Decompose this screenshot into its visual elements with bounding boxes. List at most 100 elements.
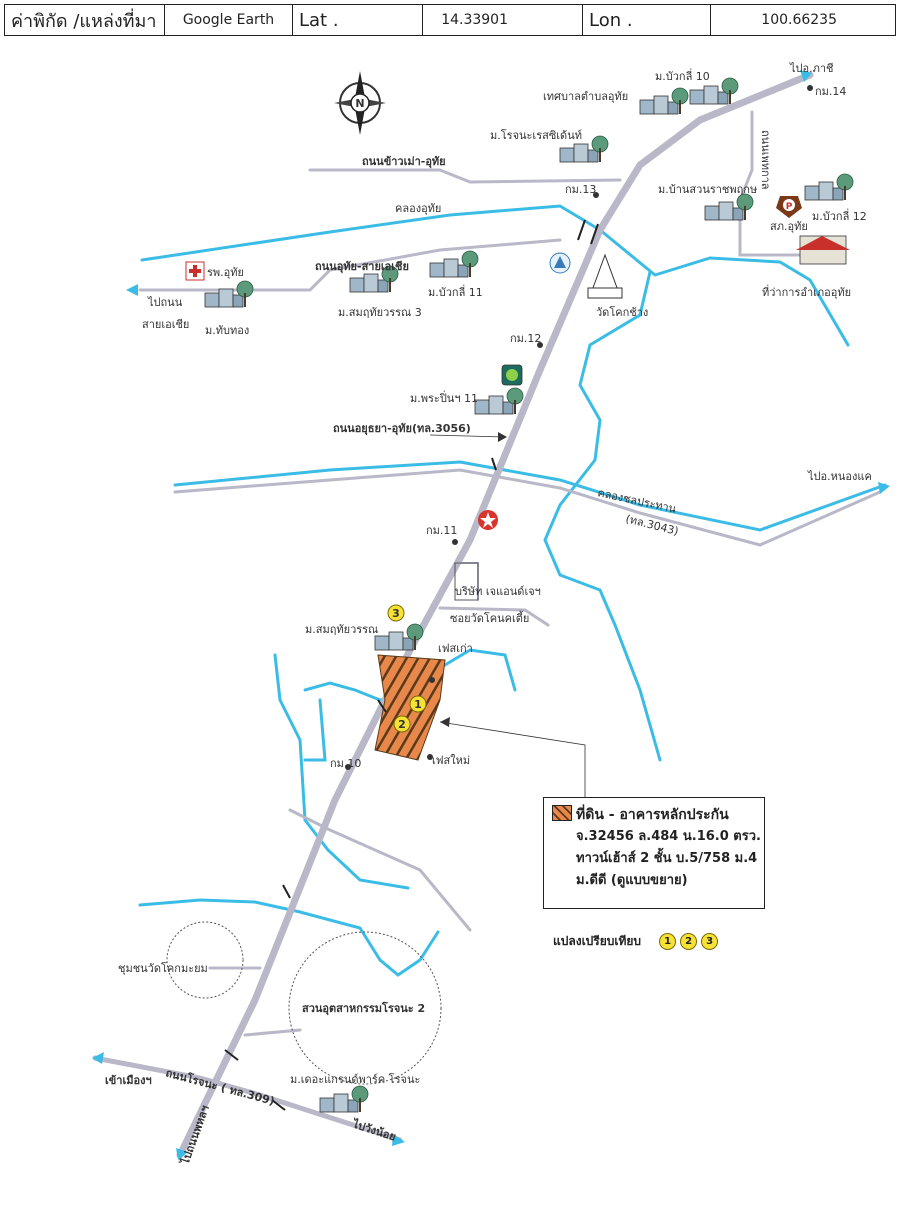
label-mb-phrapimaa11: ม.พระปิ่นฯ 11 (410, 390, 478, 405)
label-km14: กม.14 (815, 85, 846, 98)
source-value: Google Earth (165, 5, 293, 35)
legend-line1: จ.32456 ล.484 น.16.0 ตรว. (576, 829, 761, 844)
label-mb-bualee10: ม.บัวกลี่ 10 (655, 68, 710, 83)
label-soi-wat: ซอยวัดโคนคเตี้ย (450, 610, 529, 625)
legend-title: ที่ดิน - อาคารหลักประกัน (576, 807, 729, 823)
road-pointer-arrowhead (498, 432, 507, 442)
label-company: บริษัท เจแอนด์เจฯ (455, 585, 541, 598)
mb-phrapimaa11-icon (474, 387, 524, 415)
label-mb-somruthaiwan: ม.สมฤทัยวรรณ (305, 623, 378, 636)
marker-1: 1 (409, 695, 427, 713)
canal-west (273, 653, 410, 890)
mb-bualee12-icon (804, 173, 854, 201)
marker-3: 3 (387, 604, 405, 622)
label-road-phetkarn: ถนนเพทกาล (759, 130, 772, 190)
compare-marker-1: 1 (659, 933, 677, 950)
lon-value: 100.66235 (761, 12, 837, 28)
legend-line2: ทาวน์เฮ้าส์ 2 ชั้น บ.5/758 ม.4 (576, 851, 758, 866)
label-to-phahonyothin: ไปถนนพหลฯ (177, 1103, 212, 1168)
label-mb-suanratchaphruek: ม.บ้านสวนราชพฤกษ (658, 183, 757, 196)
canal-sw (138, 898, 440, 977)
road-arrowheads (92, 70, 890, 1160)
company-box (454, 562, 479, 601)
industrial-park-area (288, 931, 442, 1085)
label-mb-bualee12: ม.บัวกลี่ 12 (812, 208, 867, 223)
svg-text:2: 2 (398, 718, 406, 731)
canal-cholprathan (173, 460, 887, 532)
community-area (166, 921, 244, 999)
collateral-plot (374, 654, 446, 761)
road-kaomao (308, 168, 622, 184)
mb-suanratchaphruek-icon (704, 193, 754, 221)
main-road (176, 71, 814, 1159)
marker-2: 2 (393, 715, 411, 733)
label-police: สภ.อุทัย (770, 220, 808, 233)
gas-station-bp-icon (501, 364, 523, 386)
hospital-icon (185, 261, 205, 281)
mb-bualee11-icon (429, 250, 479, 278)
compare-marker-2: 2 (680, 933, 698, 950)
north-label: N (355, 97, 364, 110)
label-municipality: เทศบาลตำบลอุทัย (543, 90, 628, 103)
temple-seal-icon (549, 252, 571, 274)
label-mb-bualee11: ม.บัวกลี่ 11 (428, 284, 483, 299)
label-road-kaomao: ถนนข้าวเม่า-อุทัย (362, 155, 446, 169)
label-hospital: รพ.อุทัย (207, 266, 244, 279)
grand-park-icon (319, 1085, 369, 1113)
label-km12: กม.12 (510, 332, 541, 345)
police-sign-icon: P (776, 196, 802, 218)
comparison-plots-legend: แปลงเปรียบเทียบ 1 2 3 (553, 932, 719, 951)
label-km10: กม.10 (330, 757, 361, 770)
canal-west-b (303, 698, 327, 762)
compare-marker-3: 3 (701, 933, 719, 950)
lon-label: Lon . (583, 5, 711, 35)
label-km13: กม.13 (565, 183, 596, 196)
canal-branch (543, 270, 662, 762)
bridges (224, 219, 599, 1111)
label-grand-park: ม.เดอะแกรนด์พาร์ค โรจนะ (290, 1072, 420, 1086)
mb-somruthaiwan-icon (374, 623, 424, 651)
gas-station-caltex-icon (478, 510, 498, 530)
label-to-wangnoi: ไปวังน้อย (349, 1116, 398, 1144)
label-canal-uthai: คลองอุทัย (395, 202, 441, 215)
district-office-icon (796, 235, 850, 265)
label-to-asia-road: ไปถนน (147, 296, 183, 309)
label-district-office: ที่ว่าการอำเภออุทัย (762, 284, 851, 299)
label-old-phase: เฟสเก่า (438, 642, 473, 655)
compass-icon: N (334, 71, 386, 135)
label-mb-somruthaiwan3: ม.สมฤทัยวรรณ 3 (338, 306, 422, 319)
compare-label: แปลงเปรียบเทียบ (553, 934, 642, 948)
legend-line3: ม.ดีดี (ดูแบบขยาย) (576, 873, 688, 888)
plot-pointer-arrowhead (440, 717, 450, 727)
lat-label: Lat . (293, 5, 423, 35)
legend-title-row: ที่ดิน - อาคารหลักประกัน (552, 804, 758, 826)
road-rojana (92, 1055, 403, 1143)
svg-text:3: 3 (392, 607, 400, 620)
label-wat-khokchang: วัดโคกช้าง (596, 305, 648, 319)
source-label: ค่าพิกัด /แหล่งที่มา (5, 5, 165, 35)
label-to-asia-road2: สายเอเชีย (142, 318, 189, 331)
plot-pointer-line (439, 721, 586, 797)
road-sw-c (243, 1028, 302, 1037)
mb-thabthong-icon (204, 280, 254, 308)
collateral-legend: ที่ดิน - อาคารหลักประกัน จ.32456 ล.484 น… (543, 797, 765, 909)
label-km11: กม.11 (426, 524, 457, 537)
svg-text:1: 1 (414, 698, 422, 711)
label-community: ชุมชนวัดโคกมะยม (118, 961, 208, 975)
label-road-ayutthaya-uthai: ถนนอยุธยา-อุทัย(ทล.3056) (333, 422, 471, 436)
map-labels: ไปอ.ภาชี กม.14 ม.บัวกลี่ 10 เทศบาลตำบลอุ… (105, 62, 872, 1168)
road-pointer-line (429, 434, 506, 438)
label-to-nongkae: ไปอ.หนองแค (807, 470, 872, 483)
label-mb-thabthong: ม.ทับทอง (205, 324, 249, 337)
label-new-phase: เฟสใหม่ (432, 754, 470, 767)
plot-swatch-icon (552, 805, 572, 821)
temple-icon (587, 253, 623, 299)
soi-wat (438, 606, 550, 627)
km-markers (345, 85, 813, 770)
lat-value: 14.33901 (423, 5, 583, 35)
canal-uthai (140, 204, 850, 347)
label-to-city: เข้าเมืองฯ (105, 1074, 152, 1087)
municipality-building-icon (639, 87, 689, 115)
road-ayutthaya-uthai (173, 468, 882, 547)
